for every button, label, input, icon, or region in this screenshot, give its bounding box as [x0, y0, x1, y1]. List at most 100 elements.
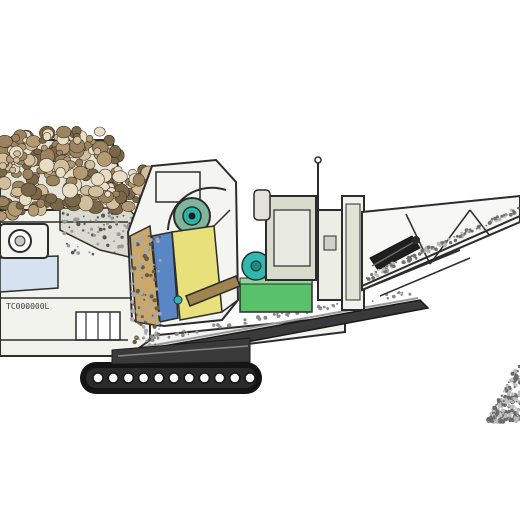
gravel-bit — [219, 325, 222, 328]
gravel-bit — [510, 409, 514, 413]
track-roller — [123, 373, 133, 383]
gravel-bit — [509, 379, 513, 383]
gravel-bit — [500, 215, 503, 218]
motor-shaft — [251, 261, 261, 271]
gravel-bit — [83, 223, 85, 225]
gravel-pile-icon — [486, 365, 520, 424]
gravel-bit — [99, 228, 103, 232]
rock — [0, 135, 12, 147]
gravel-bit — [158, 312, 162, 316]
gravel-bit — [62, 212, 65, 215]
gravel-bit — [147, 291, 151, 295]
gravel-bit — [144, 256, 149, 261]
gravel-bit — [397, 292, 399, 294]
gravel-bit — [135, 238, 138, 241]
gravel-bit — [490, 417, 493, 420]
gravel-bit — [117, 245, 121, 249]
gravel-bit — [103, 235, 107, 239]
track-roller — [199, 373, 209, 383]
gravel-bit — [512, 419, 515, 422]
gravel-bit — [508, 404, 511, 407]
gravel-bit — [336, 303, 338, 305]
gravel-bit — [153, 312, 157, 316]
gravel-bit — [136, 314, 138, 316]
swing-jaw — [172, 226, 222, 320]
gravel-bit — [152, 249, 154, 251]
vibrator-motor-icon — [0, 224, 48, 258]
gravel-bit — [177, 332, 179, 334]
gravel-bit — [106, 222, 109, 225]
gravel-bit — [501, 399, 503, 401]
gravel-bit — [515, 398, 518, 401]
gravel-bit — [504, 387, 506, 389]
gravel-bit — [153, 316, 156, 319]
gravel-bit — [150, 277, 152, 279]
gravel-bit — [158, 328, 160, 330]
rock — [57, 126, 71, 138]
gravel-bit — [123, 215, 125, 217]
exhaust-cap — [315, 157, 321, 163]
gravel-bit — [144, 250, 148, 254]
rock — [62, 183, 78, 198]
track-roller — [108, 373, 118, 383]
gravel-bit — [515, 419, 519, 423]
track-rollers — [93, 373, 255, 383]
gravel-bit — [517, 370, 519, 372]
gravel-bit — [195, 330, 198, 333]
gravel-bit — [490, 421, 492, 423]
rock — [14, 151, 21, 157]
gravel-bit — [144, 332, 147, 335]
gravel-bit — [406, 258, 408, 260]
gravel-bit — [501, 409, 505, 413]
gravel-bit — [139, 241, 143, 245]
gravel-bit — [431, 246, 434, 249]
gravel-bit — [144, 294, 146, 296]
gravel-bit — [512, 397, 515, 400]
gravel-bit — [76, 222, 80, 226]
gravel-bit — [459, 235, 462, 238]
gravel-bit — [263, 316, 267, 320]
gravel-bit — [401, 292, 403, 294]
gravel-bit — [147, 298, 149, 300]
gravel-bit — [66, 213, 69, 216]
gravel-bit — [386, 265, 388, 267]
eccentric-pin — [174, 296, 182, 304]
gravel-bit — [71, 251, 75, 255]
track-roller — [154, 373, 164, 383]
gravel-bit — [168, 336, 171, 339]
rock — [88, 186, 103, 197]
gravel-bit — [142, 337, 145, 340]
gravel-bit — [477, 225, 481, 229]
gravel-bit — [77, 246, 79, 248]
gravel-bit — [151, 338, 155, 342]
gravel-bit — [501, 395, 503, 397]
gravel-bit — [95, 219, 98, 222]
rock — [122, 201, 136, 211]
gravel-bit — [132, 266, 136, 270]
gravel-bit — [96, 243, 99, 246]
track-roller — [139, 373, 149, 383]
gravel-bit — [333, 305, 335, 307]
gravel-bit — [152, 270, 156, 274]
rock — [94, 148, 101, 155]
gravel-bit — [464, 232, 466, 234]
gravel-bit — [132, 242, 136, 246]
gravel-bit — [136, 283, 138, 285]
rock — [28, 205, 39, 217]
gravel-bit — [142, 273, 145, 276]
rock — [86, 135, 93, 142]
gravel-bit — [157, 270, 159, 272]
track-roller — [230, 373, 240, 383]
gravel-bit — [420, 249, 424, 253]
gravel-bit — [439, 243, 442, 246]
model-plate-text: TC000000L — [6, 302, 50, 311]
gravel-bit — [159, 259, 162, 262]
gravel-bit — [404, 262, 406, 264]
rock — [56, 167, 66, 177]
rock — [45, 194, 57, 204]
gravel-bit — [366, 277, 368, 279]
gravel-bit — [510, 412, 512, 414]
rock — [39, 158, 54, 172]
gravel-bit — [76, 251, 80, 255]
